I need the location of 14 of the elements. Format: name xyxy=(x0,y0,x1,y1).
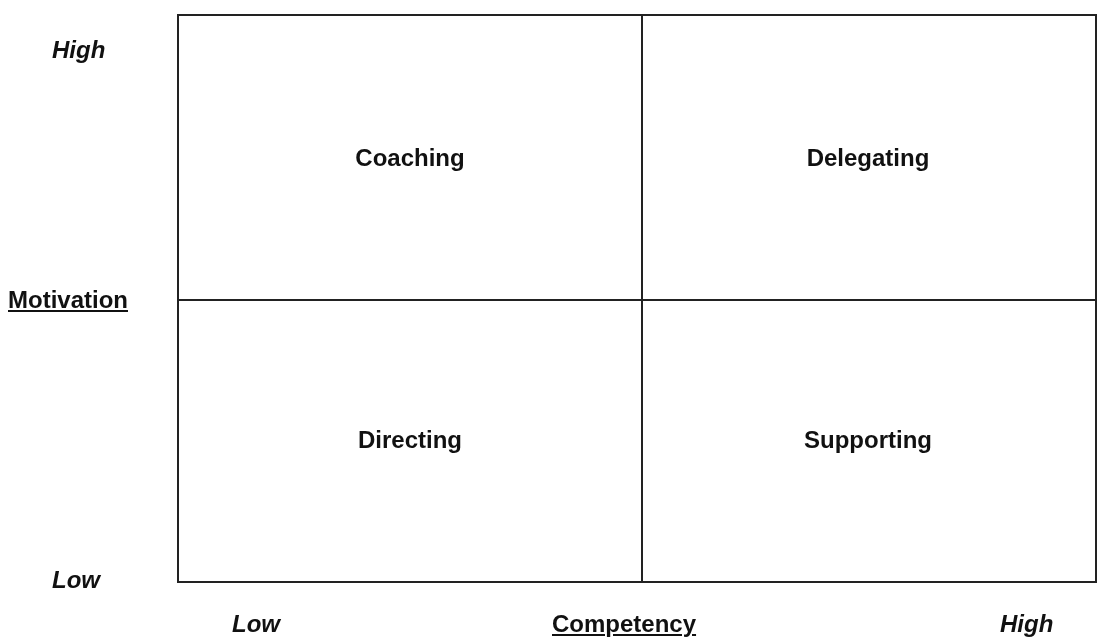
quadrant-label: Delegating xyxy=(806,143,930,172)
quadrant-label: Directing xyxy=(358,426,462,454)
axis-title: Motivation xyxy=(8,286,128,314)
quadrant-label: Supporting xyxy=(804,426,932,454)
quadrant-box xyxy=(177,14,643,301)
quadrant-box xyxy=(641,299,1097,583)
quadrant-box xyxy=(641,14,1097,301)
quadrant-label: Coaching xyxy=(355,143,465,172)
axis-tick-label: High xyxy=(1000,610,1054,637)
quadrant-box xyxy=(177,299,643,583)
axis-tick-label: Low xyxy=(52,566,100,594)
axis-tick-label: Low xyxy=(232,610,280,637)
axis-tick-label: High xyxy=(52,36,106,64)
axis-title: Competency xyxy=(552,610,697,637)
